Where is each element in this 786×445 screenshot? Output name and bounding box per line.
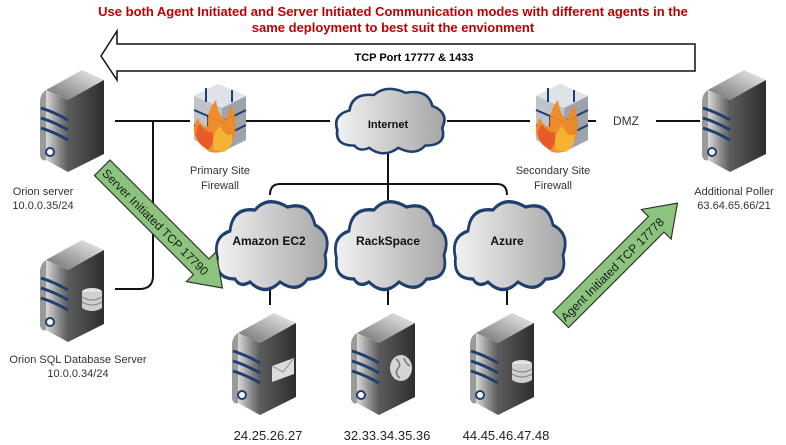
internet-cloud[interactable]: Internet: [334, 87, 446, 155]
agent-initiated-arrow: Agent Initiated TCP 17778: [552, 202, 679, 329]
agent-server-db-ip: 44.45.46.47.48: [463, 428, 550, 443]
azure-cloud[interactable]: Azure: [452, 200, 567, 292]
firewall-icon: [192, 83, 247, 154]
rackspace-label: RackSpace: [356, 234, 420, 248]
orion-sql-server[interactable]: Orion SQL Database Server 10.0.0.34/24: [9, 238, 147, 380]
additional-poller-name: Additional Poller: [694, 186, 774, 198]
orion-server-ip: 10.0.0.35/24: [12, 200, 73, 212]
agent-initiated-arrow-label: Agent Initiated TCP 17778: [558, 215, 667, 324]
rackspace-cloud[interactable]: RackSpace: [333, 200, 448, 292]
additional-poller[interactable]: Additional Poller 63.64.65.66/21: [694, 68, 774, 212]
diagram-title-line-1: Use both Agent Initiated and Server Init…: [98, 4, 688, 19]
agent-server-web[interactable]: 32.33.34.35.36: [344, 311, 431, 443]
server-icon: [38, 68, 106, 174]
firewall-icon: [534, 83, 589, 154]
secondary-site-firewall[interactable]: Secondary Site Firewall: [516, 83, 591, 192]
database-icon: [81, 287, 103, 312]
tcp-port-arrow: TCP Port 17777 & 1433: [100, 28, 696, 83]
primary-site-firewall[interactable]: Primary Site Firewall: [190, 83, 250, 192]
tcp-port-arrow-label: TCP Port 17777 & 1433: [354, 52, 473, 64]
diagram-title-line-2: same deployment to best suit the envionm…: [252, 20, 535, 35]
orion-server-name: Orion server: [13, 186, 74, 198]
agent-server-mail-ip: 24.25.26.27: [234, 428, 303, 443]
agent-server-web-ip: 32.33.34.35.36: [344, 428, 431, 443]
secondary-firewall-label-line-1: Secondary Site: [516, 165, 591, 177]
agent-server-db[interactable]: 44.45.46.47.48: [463, 311, 550, 443]
azure-label: Azure: [490, 234, 524, 248]
globe-icon: [389, 354, 413, 382]
agent-server-mail[interactable]: 24.25.26.27: [230, 311, 303, 443]
additional-poller-ip: 63.64.65.66/21: [697, 200, 770, 212]
database-icon: [511, 359, 533, 384]
orion-server[interactable]: Orion server 10.0.0.35/24: [12, 68, 106, 212]
server-icon: [700, 68, 768, 174]
primary-firewall-label-line-2: Firewall: [201, 180, 239, 192]
server-initiated-arrow-label: Server Initiated TCP 17790: [99, 166, 211, 278]
dmz-label: DMZ: [613, 114, 639, 128]
orion-sql-server-name: Orion SQL Database Server: [9, 354, 146, 366]
orion-sql-server-ip: 10.0.0.34/24: [47, 368, 108, 380]
internet-label: Internet: [368, 119, 409, 131]
amazon-ec2-label: Amazon EC2: [232, 234, 306, 248]
amazon-ec2-cloud[interactable]: Amazon EC2: [214, 200, 329, 292]
primary-firewall-label-line-1: Primary Site: [190, 165, 250, 177]
secondary-firewall-label-line-2: Firewall: [534, 180, 572, 192]
